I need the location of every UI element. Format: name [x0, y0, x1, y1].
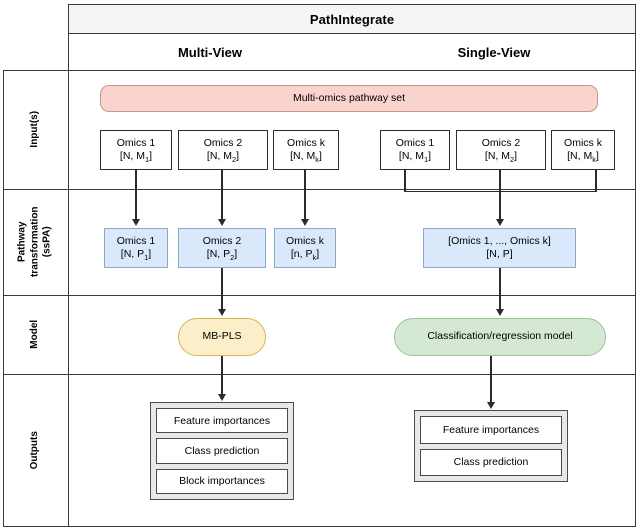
sv-input-omics-k: Omics k [N, Mk]: [551, 130, 615, 170]
mv-sspa-omics-k-dims: [n, Pk]: [290, 248, 320, 262]
mv-output-block-importances: Block importances: [156, 468, 288, 494]
mv-input-omics-1: Omics 1 [N, M1]: [100, 130, 172, 170]
mv-sspa-omics-1-dims: [N, P1]: [120, 248, 152, 262]
mv-sspa-omics-2: Omics 2 [N, P2]: [178, 228, 266, 268]
arrowhead-mv-outputs: [217, 394, 226, 401]
sv-input-omics-1-dims: [N, M1]: [398, 150, 432, 164]
sv-input-omics-k-name: Omics k: [564, 136, 602, 149]
connector-mv-sspa-to-model: [221, 268, 223, 310]
arrowhead-sv-sspa: [495, 219, 504, 226]
sv-model-classifier-label: Classification/regression model: [427, 330, 573, 343]
mv-sspa-omics-2-dims: [N, P2]: [206, 248, 238, 262]
sv-output-class-prediction: Class prediction: [420, 448, 562, 476]
arrowhead-sv-model: [495, 309, 504, 316]
mv-input-omics-2: Omics 2 [N, M2]: [178, 130, 268, 170]
grid-hline-row-inputs-top: [3, 70, 636, 71]
mv-input-omics-2-name: Omics 2: [203, 136, 243, 149]
column-title-single-view-label: Single-View: [457, 44, 531, 60]
column-title-multi-view: Multi-View: [68, 34, 352, 70]
sv-input-omics-2: Omics 2 [N, M2]: [456, 130, 546, 170]
mv-sspa-omics-k-name: Omics k: [286, 234, 324, 247]
row-label-inputs-text: Input(s): [29, 111, 41, 148]
mv-output-class-prediction: Class prediction: [156, 438, 288, 464]
sv-sspa-combined: [Omics 1, ..., Omics k] [N, P]: [423, 228, 576, 268]
connector-mv-omics1: [135, 170, 137, 221]
connector-sv-model-to-outputs: [490, 356, 492, 404]
connector-mv-omics2: [221, 170, 223, 221]
row-label-inputs: Input(s): [3, 70, 68, 189]
row-label-model-text: Model: [29, 320, 41, 349]
arrowhead-mv-omics1: [131, 219, 140, 226]
mv-input-omics-1-name: Omics 1: [116, 136, 156, 149]
mv-outputs-group: Feature importances Class prediction Blo…: [150, 402, 294, 500]
sv-output-feature-importances: Feature importances: [420, 416, 562, 444]
connector-sv-omicsk-down: [595, 170, 597, 192]
multi-omics-pathway-set-label: Multi-omics pathway set: [292, 91, 406, 104]
mv-sspa-omics-1: Omics 1 [N, P1]: [104, 228, 168, 268]
sv-input-omics-1: Omics 1 [N, M1]: [380, 130, 450, 170]
diagram-title: PathIntegrate: [309, 11, 395, 27]
sv-sspa-combined-dims: [N, P]: [486, 248, 513, 260]
grid-vline-rowlabel: [3, 70, 4, 527]
grid-hline-bottom: [3, 526, 636, 527]
mv-sspa-omics-k: Omics k [n, Pk]: [274, 228, 336, 268]
mv-input-omics-k: Omics k [N, Mk]: [273, 130, 339, 170]
row-label-model: Model: [3, 295, 68, 374]
connector-mv-model-to-outputs: [221, 356, 223, 396]
sv-model-classifier: Classification/regression model: [394, 318, 606, 356]
connector-sv-sspa-to-model: [499, 268, 501, 310]
arrowhead-sv-outputs: [486, 402, 495, 409]
sv-outputs-group: Feature importances Class prediction: [414, 410, 568, 482]
mv-model-mbpls-label: MB-PLS: [202, 330, 242, 343]
arrowhead-mv-omicsk: [300, 219, 309, 226]
mv-output-feature-importances: Feature importances: [156, 408, 288, 434]
row-label-pathway-transformation-text: Pathway transformation (ssPA): [16, 206, 53, 278]
sv-input-omics-2-name: Omics 2: [481, 136, 521, 149]
mv-input-omics-k-name: Omics k: [287, 136, 325, 149]
grid-vline-right: [635, 34, 636, 527]
connector-mv-omicsk: [304, 170, 306, 221]
mv-model-mbpls: MB-PLS: [178, 318, 266, 356]
sv-input-omics-k-dims: [N, Mk]: [567, 150, 599, 164]
mv-input-omics-1-dims: [N, M1]: [119, 150, 153, 164]
mv-input-omics-k-dims: [N, Mk]: [290, 150, 322, 164]
column-title-single-view: Single-View: [352, 34, 636, 70]
mv-sspa-omics-2-name: Omics 2: [202, 234, 242, 247]
grid-hline-row-model-top: [3, 295, 636, 296]
grid-vline-left: [68, 34, 69, 527]
row-label-outputs: Outputs: [3, 374, 68, 526]
arrowhead-mv-model: [217, 309, 226, 316]
mv-sspa-omics-1-name: Omics 1: [116, 234, 156, 247]
row-label-outputs-text: Outputs: [29, 430, 41, 470]
column-title-multi-view-label: Multi-View: [177, 44, 243, 60]
mv-input-omics-2-dims: [N, M2]: [206, 150, 240, 164]
connector-sv-merge-down: [499, 170, 501, 221]
grid-hline-row-outputs-top: [3, 374, 636, 375]
row-label-pathway-transformation: Pathway transformation (ssPA): [3, 189, 68, 295]
multi-omics-pathway-set-node: Multi-omics pathway set: [100, 85, 598, 112]
connector-sv-omics1-down: [404, 170, 406, 192]
sv-input-omics-2-dims: [N, M2]: [484, 150, 518, 164]
arrowhead-mv-omics2: [217, 219, 226, 226]
sv-input-omics-1-name: Omics 1: [395, 136, 435, 149]
diagram-title-bar: PathIntegrate: [68, 4, 636, 34]
sv-sspa-combined-name: [Omics 1, ..., Omics k]: [448, 234, 551, 247]
grid-hline-row-ssPA-top: [3, 189, 636, 190]
